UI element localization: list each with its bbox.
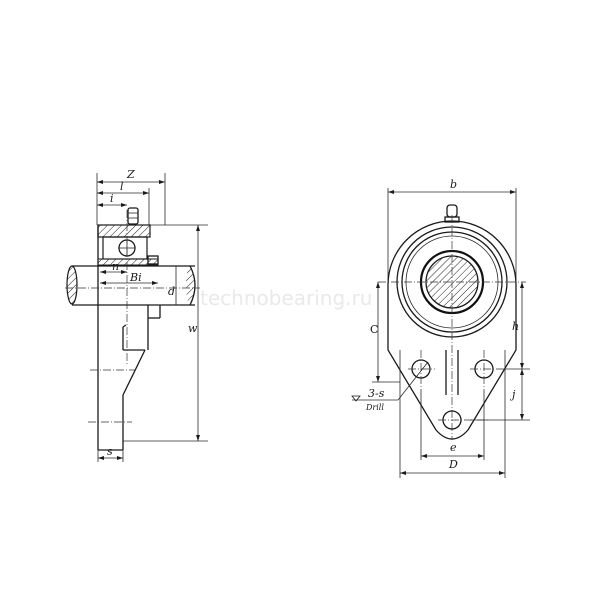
watermark: technobearing.ru (200, 286, 372, 310)
label-d: d (168, 285, 175, 298)
front-view: b C (351, 178, 530, 478)
label-n: n (112, 260, 119, 273)
label-c: C (370, 323, 378, 336)
label-j: j (509, 388, 516, 401)
label-e: e (450, 441, 457, 454)
label-z: Z (126, 168, 135, 181)
label-bi: Bi (129, 271, 142, 284)
label-w: w (188, 322, 198, 335)
label-D: D (448, 458, 458, 471)
label-l: l (120, 180, 124, 193)
drill-size: 3-s (368, 387, 385, 400)
label-i: i (110, 192, 114, 205)
label-s: s (107, 445, 113, 458)
side-view: Z l i n (65, 168, 208, 462)
label-b: b (450, 178, 457, 191)
drill-label: Drill (365, 403, 384, 412)
label-h: h (512, 320, 519, 333)
